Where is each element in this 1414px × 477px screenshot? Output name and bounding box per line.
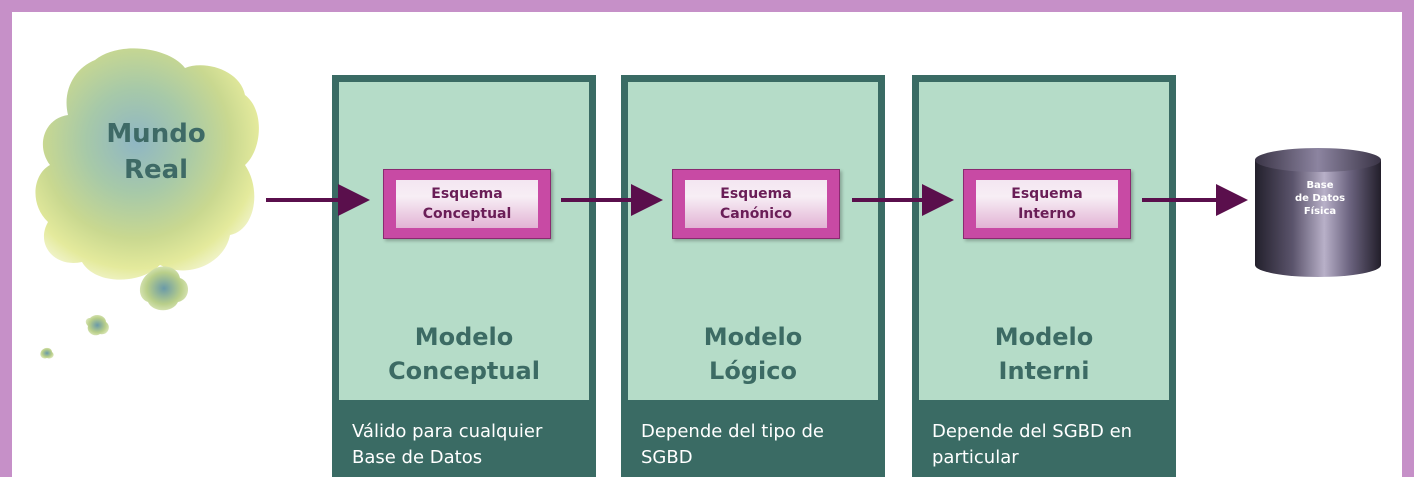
schema-box-conceptual: Esquema Conceptual (383, 169, 551, 239)
schema-box-interno: Esquema Interno (963, 169, 1131, 239)
model-description: Depende del SGBD en particular (932, 421, 1133, 468)
schema-label: Esquema Interno (976, 180, 1118, 228)
model-description: Válido para cualquier Base de Datos (352, 421, 543, 468)
column-panel: Esquema Interno Modelo Interni (919, 82, 1169, 400)
column-modelo-logico: Esquema Canónico Modelo Lógico Depende d… (621, 75, 885, 477)
model-description: Depende del tipo de SGBD (641, 421, 825, 468)
database-label: Base de Datos Física (1294, 180, 1346, 217)
database-cylinder (1255, 148, 1381, 277)
column-modelo-interno: Esquema Interno Modelo Interni Depende d… (912, 75, 1176, 477)
model-title: Modelo Interni (994, 323, 1094, 385)
mundo-real-label: Mundo Real (106, 119, 206, 185)
cloud-shape (35, 48, 259, 280)
column-panel: Esquema Canónico Modelo Lógico (628, 82, 878, 400)
schema-label: Esquema Canónico (685, 180, 827, 228)
small-blob-medium (85, 315, 109, 336)
schema-box-canonico: Esquema Canónico (672, 169, 840, 239)
column-modelo-conceptual: Esquema Conceptual Modelo Conceptual Vál… (332, 75, 596, 477)
model-title: Modelo Conceptual (388, 323, 540, 385)
column-panel: Esquema Conceptual Modelo Conceptual (339, 82, 589, 400)
small-blob-small (40, 347, 54, 359)
schema-label: Esquema Conceptual (396, 180, 538, 228)
model-title: Modelo Lógico (703, 323, 803, 385)
small-blob-large (139, 266, 189, 311)
